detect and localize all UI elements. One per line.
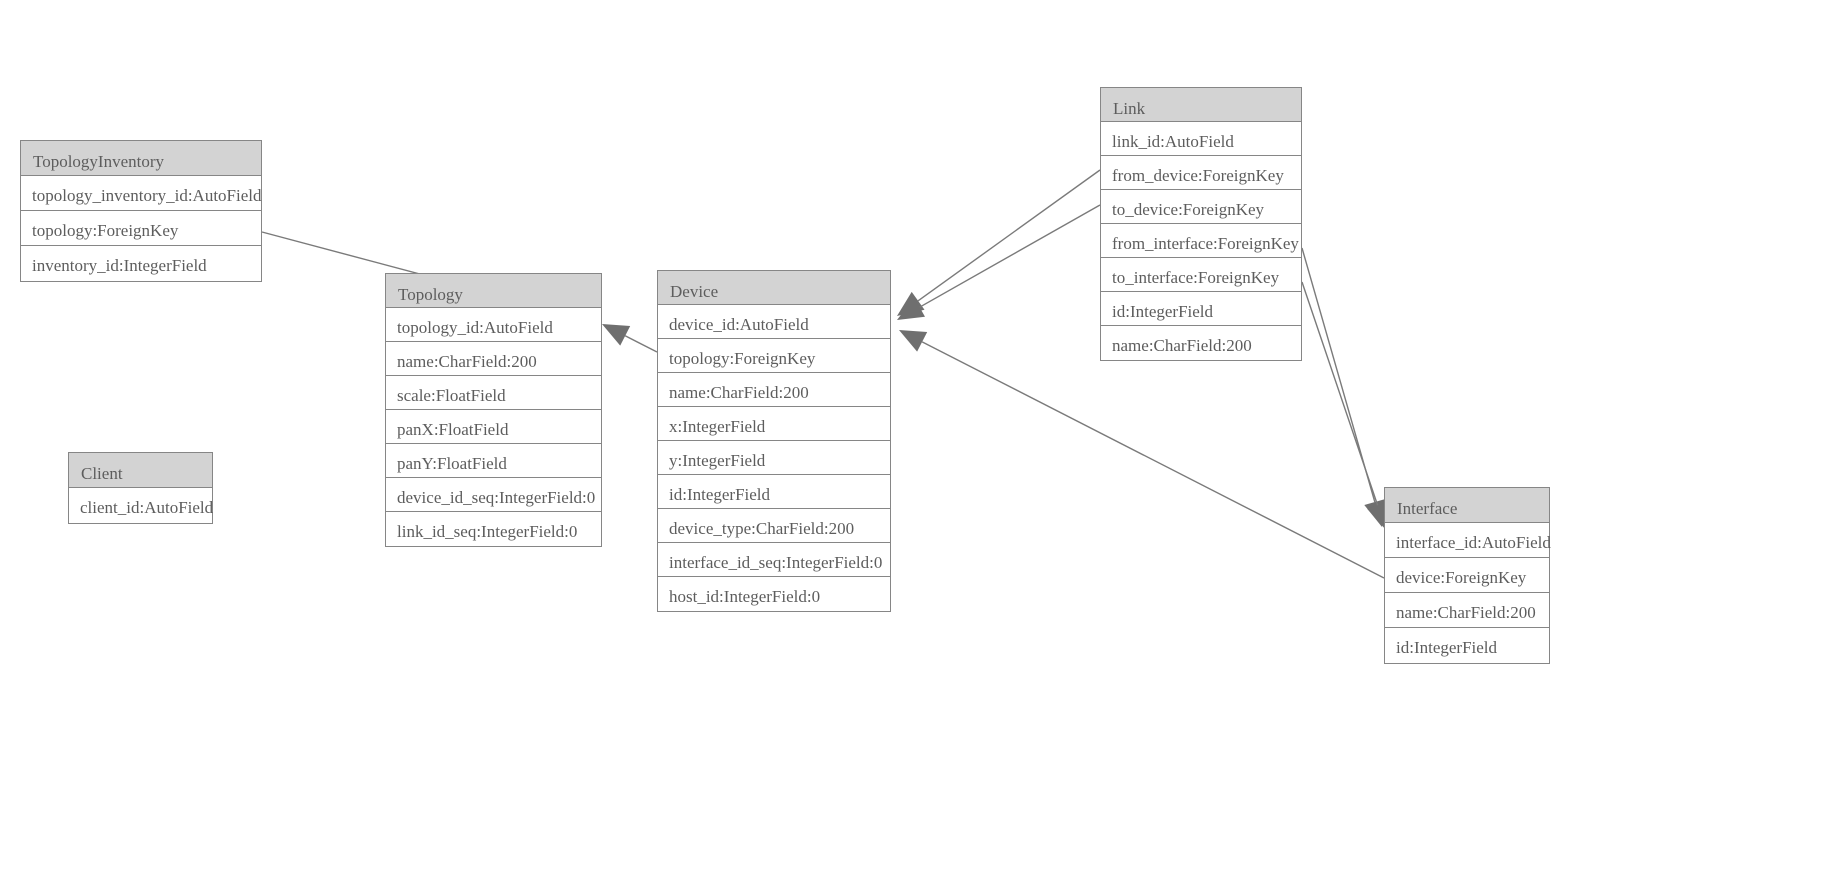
entity-title-client: Client	[69, 453, 212, 488]
entity-field: topology_id:AutoField	[386, 308, 601, 342]
relationship-arrowhead	[897, 297, 925, 320]
entity-field: from_interface:ForeignKey	[1101, 224, 1301, 258]
relationship-line	[917, 169, 1101, 302]
relationship-arrowhead	[899, 330, 928, 352]
relationship-interface-device-to-device	[899, 330, 1385, 579]
entity-field: link_id_seq:IntegerField:0	[386, 512, 601, 546]
relationship-arrowhead	[1364, 499, 1386, 527]
relationship-link-from-interface-to-interface	[1301, 247, 1386, 527]
entity-title-interface: Interface	[1385, 488, 1549, 523]
entity-title-link: Link	[1101, 88, 1301, 122]
entity-field: panY:FloatField	[386, 444, 601, 478]
entity-field: id:IntegerField	[658, 475, 890, 509]
entity-field: topology:ForeignKey	[658, 339, 890, 373]
entity-field: name:CharField:200	[386, 342, 601, 376]
entity-field: interface_id:AutoField	[1385, 523, 1551, 558]
entity-field: device:ForeignKey	[1385, 558, 1549, 593]
entity-field: name:CharField:200	[1385, 593, 1549, 628]
entity-field: to_device:ForeignKey	[1101, 190, 1301, 224]
entity-field: id:IntegerField	[1101, 292, 1301, 326]
entity-field: to_interface:ForeignKey	[1101, 258, 1301, 292]
entity-field: scale:FloatField	[386, 376, 601, 410]
entity-field: client_id:AutoField	[69, 488, 213, 523]
relationship-line	[919, 204, 1101, 308]
entity-field: x:IntegerField	[658, 407, 890, 441]
entity-field: interface_id_seq:IntegerField:0	[658, 543, 890, 577]
entity-field: device_id:AutoField	[658, 305, 890, 339]
relationship-link-to-device-to-device	[897, 204, 1101, 320]
relationship-link-to-interface-to-interface	[1301, 281, 1389, 530]
relationship-device-to-topology	[602, 324, 658, 353]
entity-field: y:IntegerField	[658, 441, 890, 475]
entity-field: inventory_id:IntegerField	[21, 246, 261, 281]
relationship-arrowhead	[897, 291, 925, 316]
entity-field: link_id:AutoField	[1101, 122, 1301, 156]
relationship-line	[1301, 247, 1376, 503]
entity-field: id:IntegerField	[1385, 628, 1549, 663]
entity-title-device: Device	[658, 271, 890, 305]
relationship-line	[624, 335, 658, 353]
entity-field: host_id:IntegerField:0	[658, 577, 890, 611]
entity-title-topology: Topology	[386, 274, 601, 308]
entity-field: panX:FloatField	[386, 410, 601, 444]
relationship-link-from-device-to-device	[897, 169, 1101, 316]
entity-field: device_id_seq:IntegerField:0	[386, 478, 601, 512]
entity-field: topology_inventory_id:AutoField	[21, 176, 262, 211]
entity-field: name:CharField:200	[658, 373, 890, 407]
entity-field: from_device:ForeignKey	[1101, 156, 1301, 190]
entity-field: device_type:CharField:200	[658, 509, 890, 543]
relationship-line	[921, 341, 1385, 579]
relationship-line	[1301, 281, 1379, 506]
entity-field: name:CharField:200	[1101, 326, 1301, 360]
entity-title-topology_inventory: TopologyInventory	[21, 141, 261, 176]
entity-field: topology:ForeignKey	[21, 211, 261, 246]
relationship-arrowhead	[602, 324, 631, 346]
